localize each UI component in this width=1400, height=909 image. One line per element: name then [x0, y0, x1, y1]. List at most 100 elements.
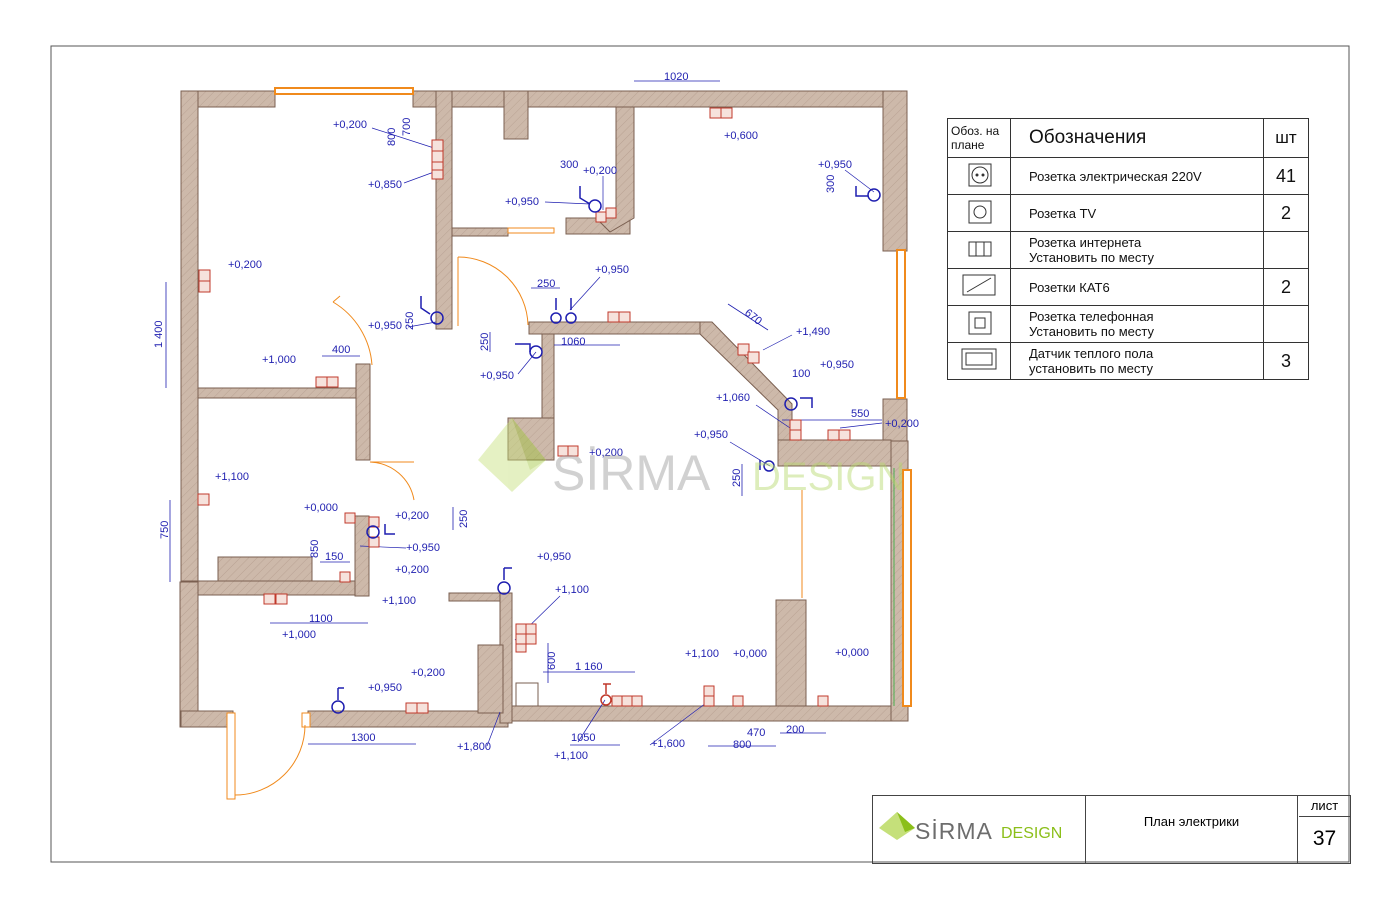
- tv-socket-icon: [968, 200, 992, 223]
- dim-label: 850: [309, 540, 321, 558]
- socket-220v-icon: [703, 685, 715, 697]
- dim-label: 1 160: [575, 661, 603, 673]
- socket-220v-icon: [197, 493, 210, 506]
- dim-label: 100: [792, 368, 810, 380]
- drawing-title: План электрики: [1086, 796, 1298, 863]
- elevation-mark: +0,850: [368, 179, 402, 191]
- dim-label: 1100: [309, 613, 333, 625]
- tv-socket-icon: [763, 460, 775, 472]
- socket-220v-icon: [817, 695, 829, 707]
- socket-220v-icon: [567, 445, 579, 457]
- socket-220v-icon: [827, 429, 840, 441]
- tv-socket-icon: [588, 199, 602, 213]
- elevation-mark: +0,200: [333, 119, 367, 131]
- elevation-mark: +0,950: [537, 551, 571, 563]
- dim-label: 550: [851, 408, 869, 420]
- title-block: SİRMA DESIGN План электрики лист 37: [872, 795, 1351, 864]
- legend-qty: [1263, 305, 1309, 343]
- legend-name: Розетка электрическая 220V: [1029, 168, 1202, 184]
- socket-220v-icon: [339, 571, 351, 583]
- elevation-mark: +0,200: [583, 165, 617, 177]
- sheet-number: 37: [1312, 827, 1337, 850]
- socket-220v-icon: [525, 623, 537, 635]
- elevation-mark: +1,000: [282, 629, 316, 641]
- watermark-design: DESIGN: [752, 455, 905, 499]
- elevation-mark: +0,200: [395, 510, 429, 522]
- socket-220v-icon: [368, 516, 380, 528]
- elevation-mark: +1,490: [796, 326, 830, 338]
- socket-220v-icon: [515, 643, 527, 653]
- legend-note: Установить по месту: [1029, 250, 1154, 265]
- elevation-mark: +1,100: [555, 584, 589, 596]
- socket-220v-icon: [198, 280, 211, 293]
- socket-220v-icon: [737, 343, 750, 356]
- socket-220v-icon: [631, 695, 643, 707]
- elevation-mark: +0,950: [595, 264, 629, 276]
- socket-220v-icon: [431, 169, 444, 180]
- legend-header: Обоз. на плане Обозначения шт: [947, 118, 1309, 158]
- elevation-mark: +0,200: [228, 259, 262, 271]
- dim-label: 300: [825, 175, 837, 193]
- elevation-mark: +0,950: [368, 682, 402, 694]
- legend-header-name: Обозначения: [1010, 118, 1264, 158]
- socket-220v-icon: [315, 376, 328, 388]
- socket-220v-icon: [720, 107, 733, 119]
- dim-label: 1020: [664, 71, 688, 83]
- elevation-mark: +0,950: [820, 359, 854, 371]
- tv-socket-icon: [366, 525, 380, 539]
- socket-220v-icon: [326, 376, 339, 388]
- logo-design-text: DESIGN: [1001, 825, 1063, 842]
- socket-220v-icon: [263, 593, 276, 605]
- dim-label: 250: [458, 510, 470, 528]
- dim-label: 750: [159, 521, 171, 539]
- sheet-label: лист: [1299, 796, 1350, 817]
- dim-label: 200: [786, 724, 804, 736]
- elevation-mark: +1,060: [716, 392, 750, 404]
- elevation-mark: +0,950: [368, 320, 402, 332]
- socket-220v-icon: [747, 351, 760, 364]
- dim-label: 250: [479, 333, 491, 351]
- elevation-mark: +0,200: [395, 564, 429, 576]
- elevation-mark: +0,950: [406, 542, 440, 554]
- elevation-mark: +0,600: [724, 130, 758, 142]
- dimension-lines: [165, 80, 882, 747]
- dim-label: 1050: [571, 732, 595, 744]
- socket-220v-icon: [525, 633, 537, 645]
- legend-name: Розетка TV: [1029, 205, 1097, 221]
- socket-220v-icon: [621, 695, 633, 707]
- elevation-mark: +0,950: [818, 159, 852, 171]
- elevation-mark: +1,000: [262, 354, 296, 366]
- legend-name: Розетки КАТ6: [1029, 279, 1110, 295]
- legend-name: Розетка телефонная: [1029, 309, 1154, 324]
- legend-qty: 3: [1263, 342, 1309, 380]
- elevation-mark: +1,600: [651, 738, 685, 750]
- sockets: [197, 107, 851, 714]
- dim-label: 670: [742, 307, 764, 328]
- socket-220v-icon: [732, 695, 744, 707]
- dim-label: 470: [747, 727, 765, 739]
- tv-socket-icon: [497, 581, 511, 595]
- dim-label: 250: [537, 278, 555, 290]
- plan-annotations: 1020 800 700 300 300 1 400 400 250 250 2…: [153, 71, 919, 762]
- elevation-mark: +0,200: [411, 667, 445, 679]
- legend-header-qty: шт: [1263, 118, 1309, 158]
- elevation-mark: +0,200: [885, 418, 919, 430]
- dim-label: 600: [546, 652, 558, 670]
- legend-header-code: Обоз. на плане: [947, 118, 1011, 158]
- dim-label: 250: [404, 312, 416, 330]
- socket-220v-icon: [789, 419, 802, 431]
- legend-qty: [1263, 231, 1309, 269]
- internet-socket-icon: [968, 241, 992, 256]
- socket-220v-icon: [198, 269, 211, 282]
- legend-name: Датчик теплого пола: [1029, 346, 1154, 361]
- tv-socket-icon: [331, 700, 345, 714]
- socket-220v-icon: [789, 429, 802, 441]
- elevation-mark: +0,950: [480, 370, 514, 382]
- socket-220v-icon: [405, 702, 418, 714]
- socket-220v-icon: [275, 593, 288, 605]
- socket-220v-icon: [416, 702, 429, 714]
- tv-socket-icon: [784, 397, 798, 411]
- elevation-mark: +0,000: [835, 647, 869, 659]
- tv-socket-icon: [430, 311, 444, 325]
